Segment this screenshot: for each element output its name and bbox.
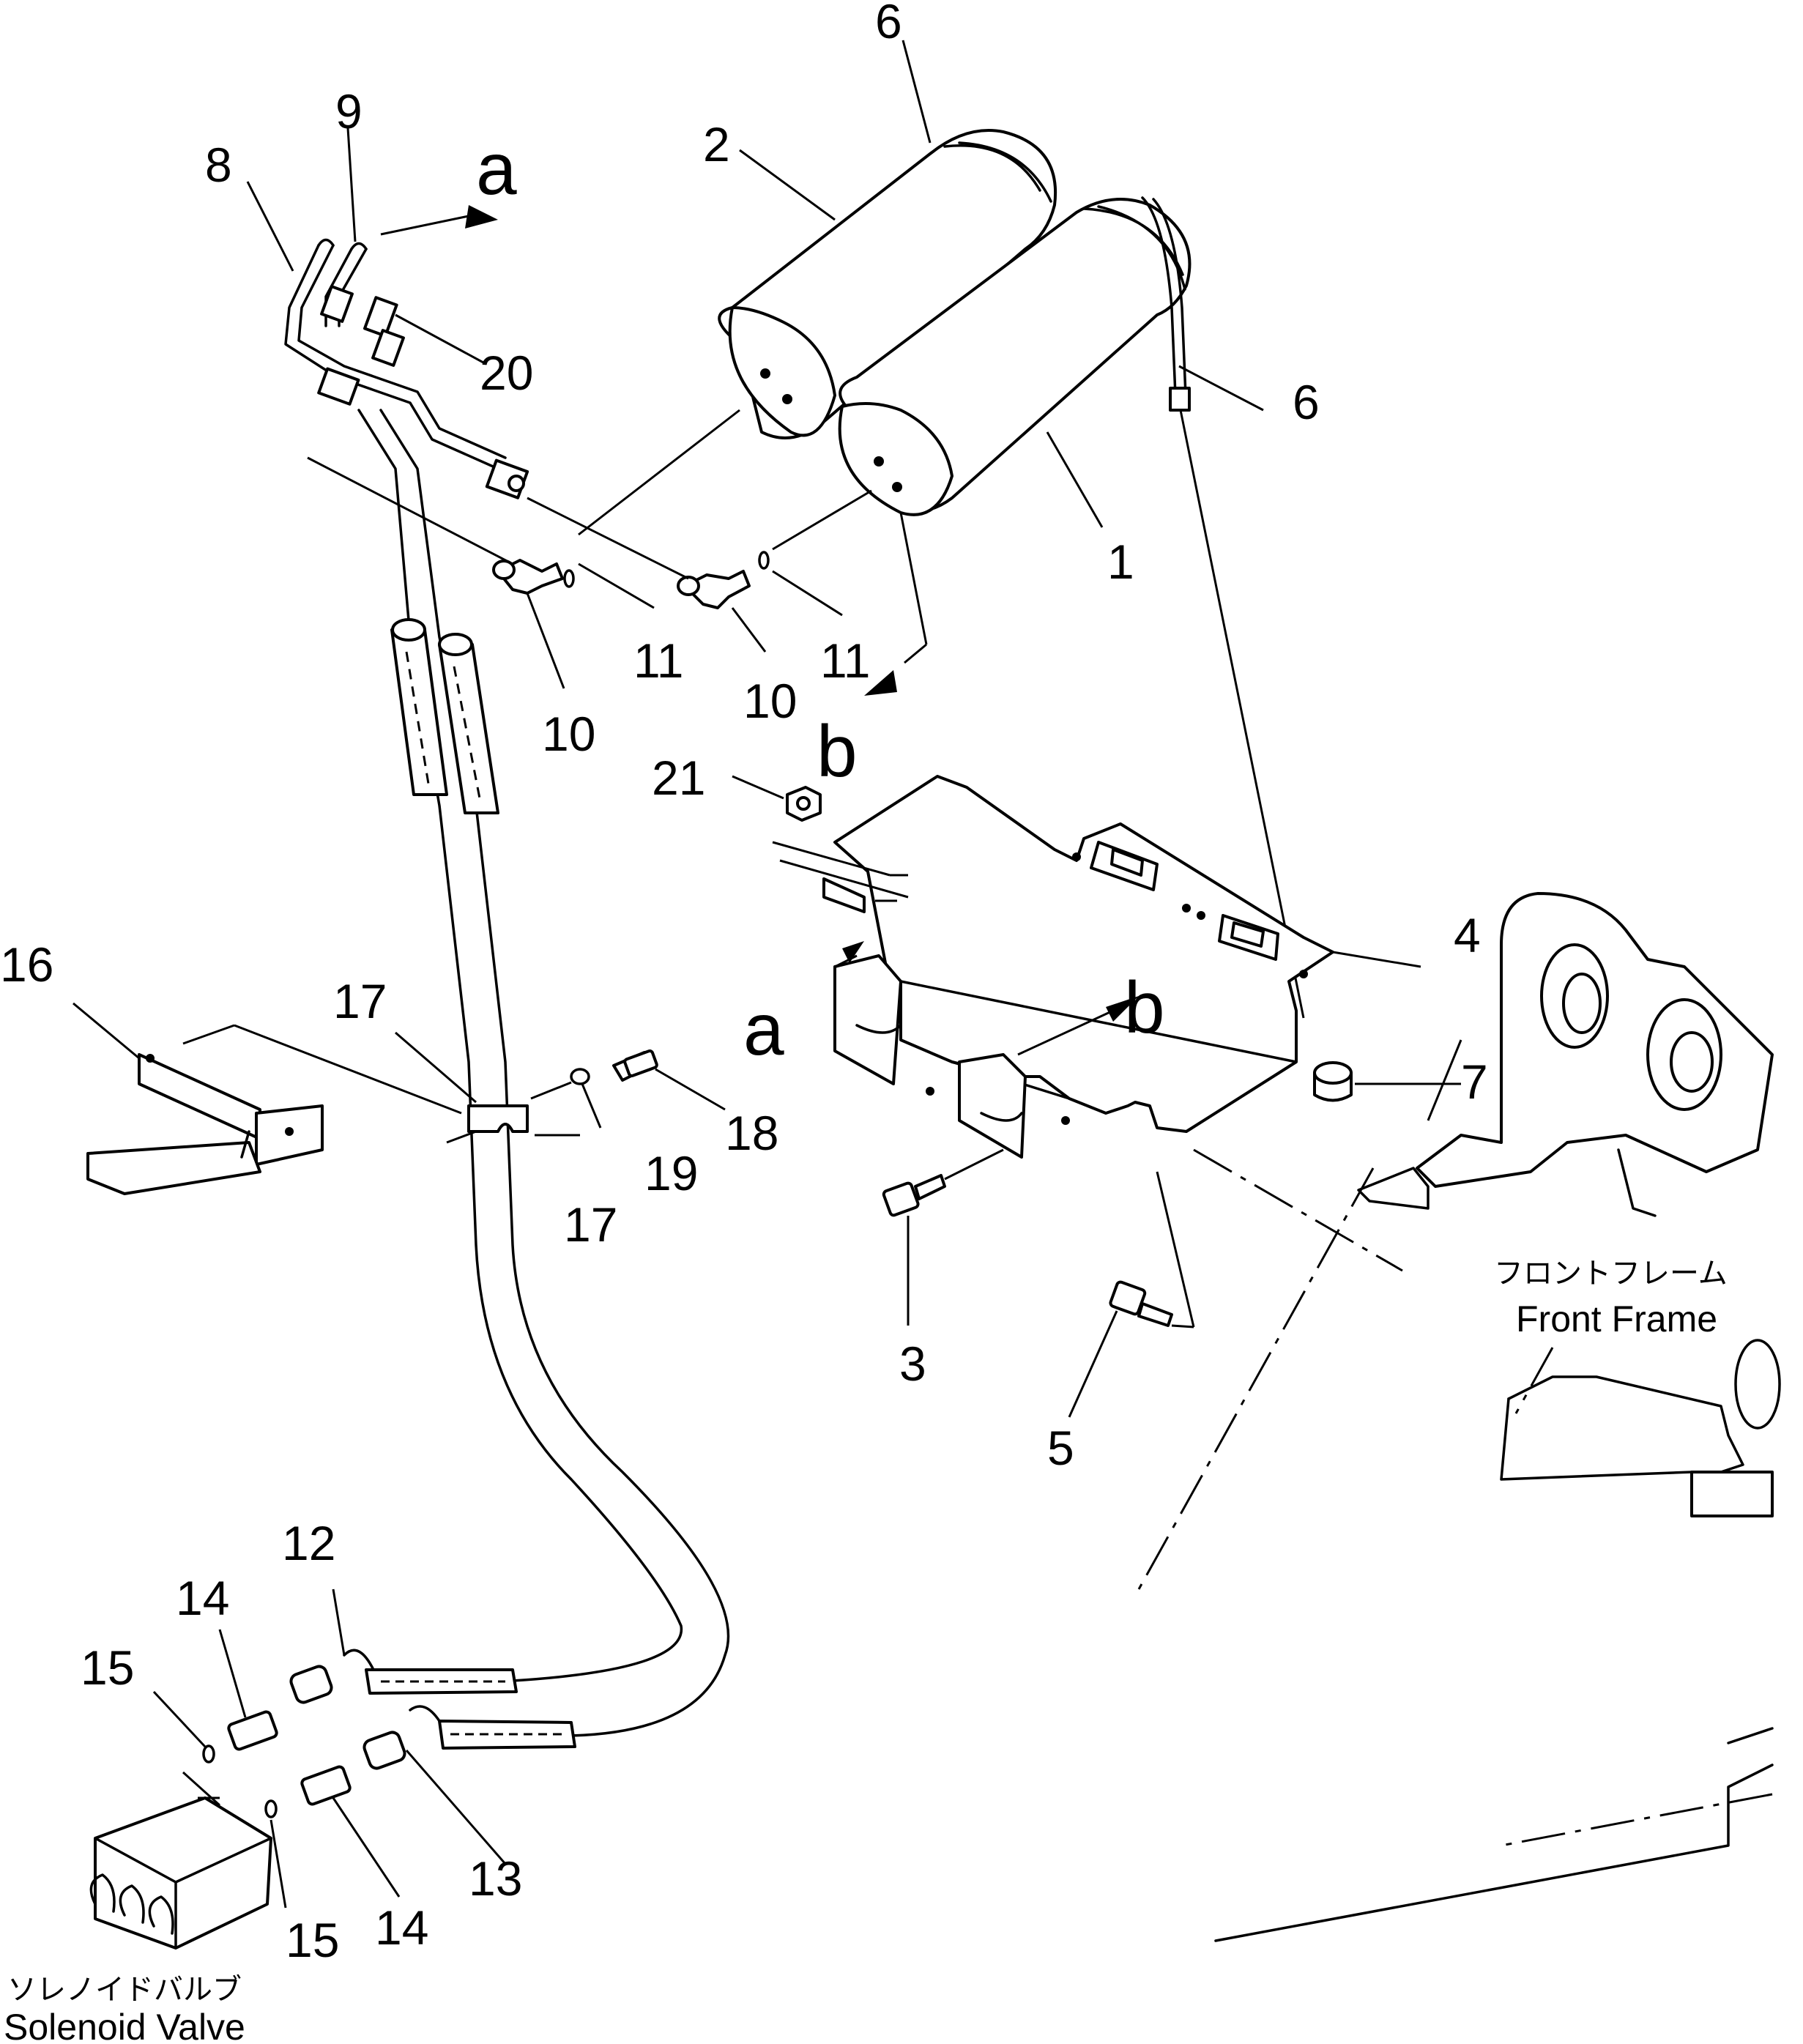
label-10-left: 10	[542, 707, 595, 761]
mark-a-mid: a	[743, 989, 784, 1071]
label-18: 18	[725, 1106, 778, 1160]
mark-b-mid: b	[1124, 967, 1165, 1049]
bolt-3	[882, 1174, 946, 1217]
bolt-18	[612, 1049, 658, 1082]
o-ring-15-upper	[202, 1744, 215, 1764]
accumulator-tank-2	[718, 129, 1057, 439]
strap-6	[1141, 196, 1305, 1019]
label-12: 12	[282, 1516, 335, 1570]
part-number-labels: 6 2 9 8 20 6 1 11 11 10 10 21 4 7 16 17 …	[0, 0, 1488, 1967]
label-14-bottom: 14	[375, 1900, 428, 1955]
solenoid-valve	[89, 1796, 272, 1950]
hose-12-13	[357, 409, 730, 1737]
solenoid-valve-caption-ja: ソレノイドバルブ	[7, 1973, 242, 2007]
elbow-fitting-10-right	[677, 570, 751, 609]
label-8: 8	[205, 138, 232, 192]
label-6-right: 6	[1293, 375, 1320, 429]
label-19: 19	[644, 1146, 698, 1200]
label-5: 5	[1047, 1421, 1074, 1475]
front-frame	[1214, 892, 1781, 1942]
label-20: 20	[480, 346, 533, 400]
label-15-bottom: 15	[286, 1913, 339, 1967]
adapter-14-lower	[300, 1765, 352, 1806]
label-21: 21	[652, 751, 705, 805]
label-7: 7	[1461, 1055, 1488, 1109]
label-16: 16	[0, 937, 53, 992]
label-1: 1	[1107, 535, 1134, 589]
label-2: 2	[703, 117, 730, 171]
solenoid-valve-caption-en: Solenoid Valve	[4, 2007, 245, 2044]
label-3: 3	[899, 1337, 926, 1391]
label-17-bottom: 17	[564, 1197, 617, 1252]
nut-21	[786, 786, 822, 822]
label-10-right: 10	[743, 674, 797, 728]
label-11-right: 11	[820, 633, 871, 688]
washer-19	[570, 1068, 590, 1085]
connection-marks: a b a b	[476, 128, 1165, 1071]
elbow-fitting-10-left	[492, 559, 564, 595]
label-11-left: 11	[633, 633, 684, 688]
mounting-plate-4	[822, 775, 1334, 1159]
o-ring-15-lower	[264, 1799, 278, 1818]
pipe-assembly-8-9	[284, 238, 529, 499]
label-13: 13	[469, 1851, 522, 1906]
mark-b-top: b	[817, 710, 858, 792]
front-frame-caption-en: Front Frame	[1516, 1298, 1717, 1339]
label-9: 9	[335, 84, 363, 138]
o-ring-11-left	[563, 569, 575, 588]
o-ring-11-right	[758, 551, 770, 570]
leader-lines	[73, 40, 1462, 1909]
hose-end-13	[363, 1705, 576, 1770]
accumulator-tank-1	[838, 198, 1192, 516]
label-17-top: 17	[333, 974, 387, 1028]
hose-end-12	[289, 1649, 518, 1704]
label-14-top: 14	[176, 1571, 229, 1625]
grommet-7	[1313, 1061, 1353, 1102]
adapter-14-upper	[227, 1710, 278, 1751]
label-4: 4	[1454, 908, 1481, 962]
clamp-17	[467, 1104, 529, 1133]
front-frame-caption-ja: フロントフレーム	[1494, 1257, 1728, 1290]
mark-a-top: a	[476, 128, 517, 210]
bracket-16	[86, 1053, 324, 1195]
label-6-top: 6	[875, 0, 902, 48]
bolt-5	[1109, 1280, 1173, 1327]
label-15-top: 15	[81, 1640, 134, 1695]
